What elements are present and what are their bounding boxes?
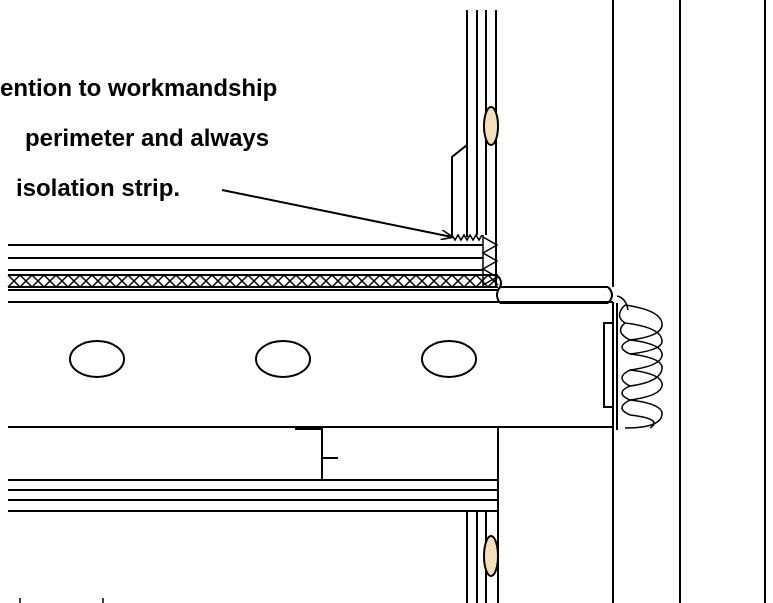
floor-joist xyxy=(8,289,614,428)
service-hole-1 xyxy=(69,340,125,378)
floor-layers xyxy=(8,244,483,271)
annotation-note: ention to workmandship perimeter and alw… xyxy=(0,75,277,202)
leader-arrow xyxy=(221,189,452,237)
ceiling-layers xyxy=(8,479,498,512)
isolation-strip-horizontal xyxy=(451,233,483,242)
lower-fixing-icon xyxy=(483,535,499,577)
edge-plank xyxy=(496,286,613,304)
annotation-line-3: isolation strip. xyxy=(16,175,180,202)
ceiling-hanger xyxy=(295,428,340,481)
insulation-layer xyxy=(7,273,499,289)
annotation-line-2: perimeter and always xyxy=(25,125,269,152)
upper-fixing-icon xyxy=(483,106,499,146)
main-wall xyxy=(612,0,766,603)
joist-end-notch xyxy=(603,322,613,408)
annotation-line-1: ention to workmandship xyxy=(0,75,277,102)
service-holes xyxy=(69,340,477,378)
service-hole-3 xyxy=(421,340,477,378)
wall-insulation-coil xyxy=(616,295,663,430)
service-hole-2 xyxy=(255,340,311,378)
lower-wall-lining xyxy=(466,427,499,603)
upper-wall-lining xyxy=(466,10,497,288)
skirting-profile xyxy=(451,144,468,235)
